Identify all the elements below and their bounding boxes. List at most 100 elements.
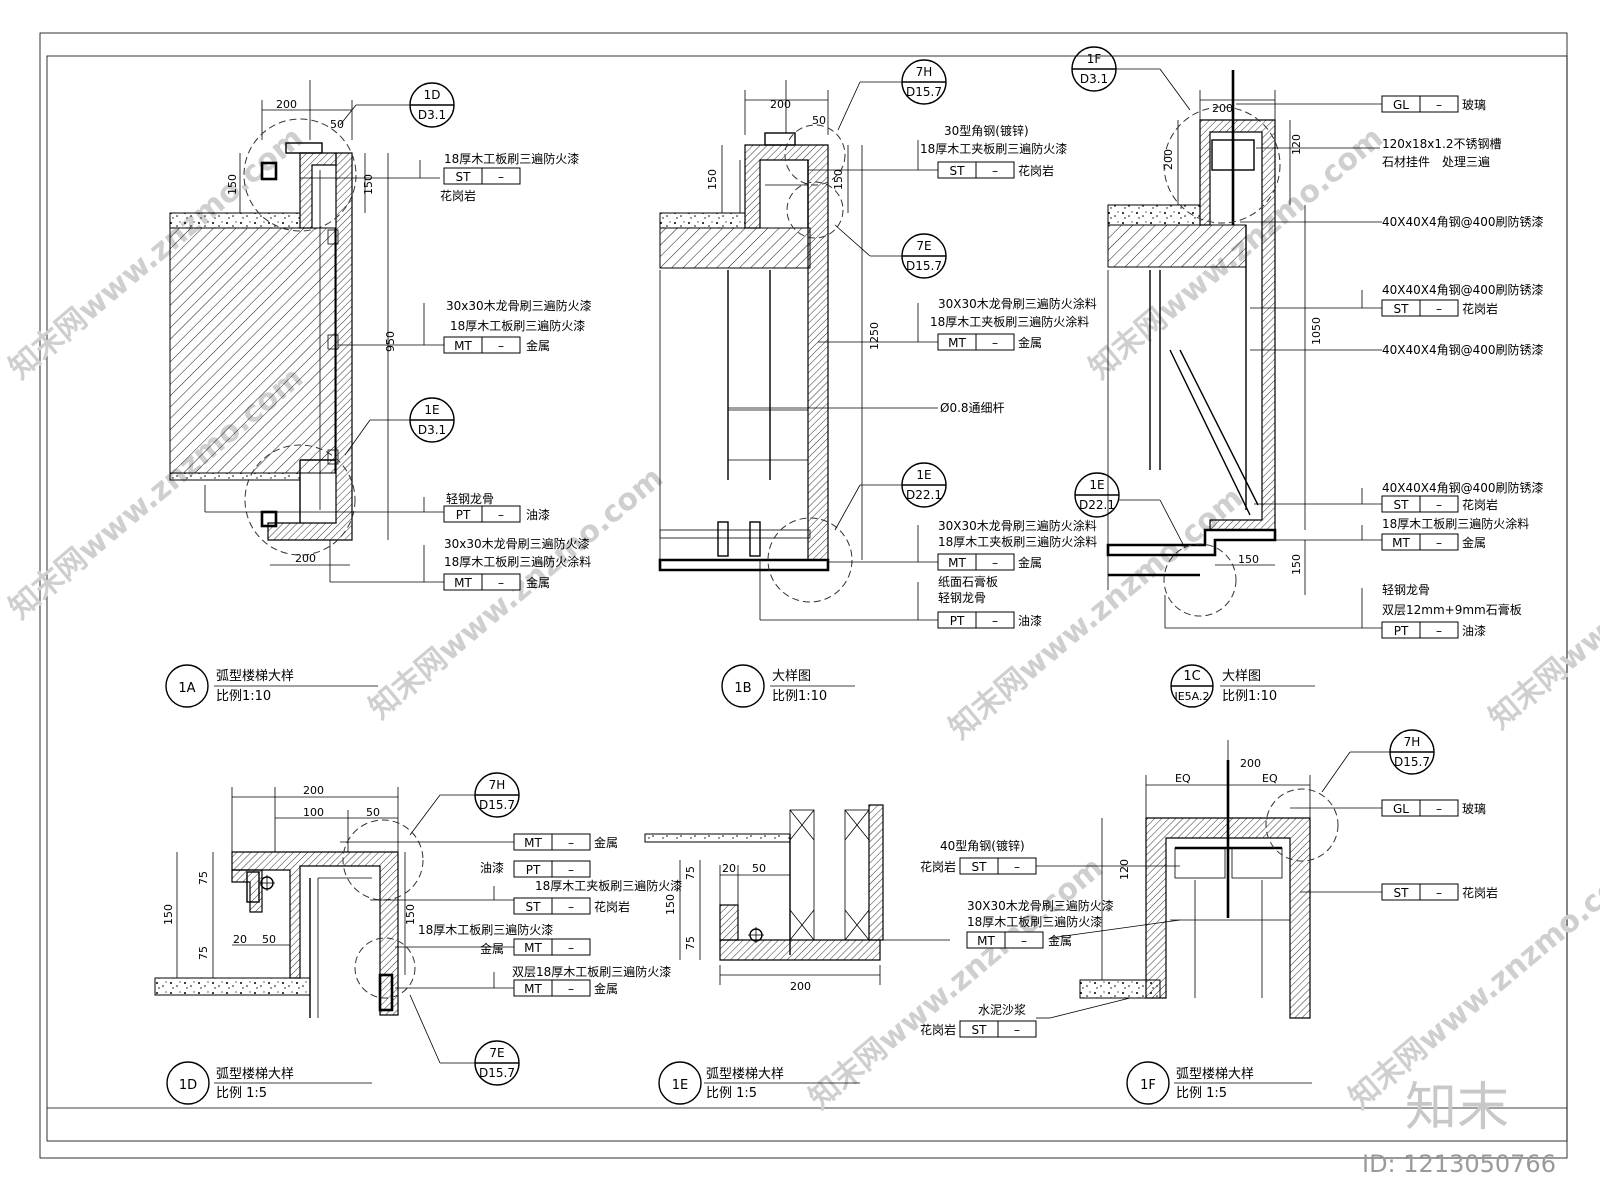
svg-text:–: – [498, 508, 504, 522]
svg-text:弧型楼梯大样: 弧型楼梯大样 [216, 669, 294, 684]
svg-text:水泥沙浆: 水泥沙浆 [978, 1002, 1026, 1017]
sheet-frame [39, 32, 1568, 1159]
svg-text:1D: 1D [424, 88, 441, 102]
material-note: 30x30木龙骨刷三遍防火漆 18厚木工板刷三遍防火漆 MT – 金属 [338, 298, 592, 354]
dim-label: 150 [404, 904, 417, 925]
svg-text:–: – [1436, 886, 1442, 900]
svg-text:花岗岩: 花岗岩 [1462, 497, 1498, 512]
svg-text:双层18厚木工板刷三遍防火漆: 双层18厚木工板刷三遍防火漆 [512, 964, 671, 979]
callout-bubble: 7H D15.7 [409, 772, 520, 836]
svg-text:大样图: 大样图 [1222, 669, 1261, 684]
dim-label: 200 [770, 98, 791, 111]
svg-text:D22.1: D22.1 [1079, 498, 1115, 512]
material-note: Ø0.8通细杆 [728, 401, 1005, 415]
svg-text:40X40X4角钢@400刷防锈漆: 40X40X4角钢@400刷防锈漆 [1382, 342, 1544, 357]
dim-label: 75 [684, 936, 697, 950]
svg-text:比例 1:5: 比例 1:5 [1176, 1086, 1227, 1101]
svg-text:1F: 1F [1140, 1078, 1156, 1093]
material-note: 30型角钢(镀锌) 18厚木工夹板刷三遍防火漆 ST – 花岗岩 [808, 124, 1067, 179]
detail-title: 1D 弧型楼梯大样 比例 1:5 [166, 1061, 372, 1105]
svg-text:MT: MT [977, 934, 995, 948]
svg-text:–: – [992, 614, 998, 628]
callout-bubble: 1D D3.1 [339, 82, 455, 128]
svg-text:–: – [1436, 498, 1442, 512]
material-note: 40X40X4角钢@400刷防锈漆 ST – 花岗岩 [1250, 282, 1544, 317]
svg-text:油漆: 油漆 [526, 508, 550, 522]
svg-text:–: – [992, 164, 998, 178]
dim-label: 50 [366, 806, 380, 819]
svg-text:–: – [1021, 934, 1027, 948]
svg-text:30x30木龙骨刷三遍防火漆: 30x30木龙骨刷三遍防火漆 [446, 298, 592, 313]
svg-text:比例 1:5: 比例 1:5 [706, 1086, 757, 1101]
logo: 知末 [1405, 1078, 1509, 1138]
svg-text:花岗岩: 花岗岩 [920, 1022, 956, 1037]
svg-text:弧型楼梯大样: 弧型楼梯大样 [1176, 1067, 1254, 1082]
svg-text:石材挂件 处理三遍: 石材挂件 处理三遍 [1382, 155, 1490, 169]
svg-text:花岗岩: 花岗岩 [920, 859, 956, 874]
dim-label: 120 [1290, 134, 1303, 155]
dim-label: 150 [1290, 554, 1303, 575]
svg-text:–: – [498, 339, 504, 353]
svg-text:D3.1: D3.1 [418, 423, 446, 437]
svg-text:–: – [1436, 302, 1442, 316]
svg-text:1B: 1B [734, 681, 751, 696]
svg-text:1A: 1A [178, 681, 195, 696]
callout-bubble: 1E D3.1 [344, 397, 455, 456]
material-note: 纸面石膏板 轻钢龙骨 PT – 油漆 [759, 560, 1042, 629]
svg-text:D15.7: D15.7 [906, 259, 942, 273]
svg-text:金属: 金属 [526, 338, 550, 353]
svg-text:金属: 金属 [1462, 535, 1486, 550]
svg-text:玻璃: 玻璃 [1462, 802, 1486, 816]
material-note: MT – 金属 [340, 833, 618, 851]
svg-text:ST: ST [972, 860, 988, 874]
dim-label: 150 [832, 169, 845, 190]
svg-text:MT: MT [524, 982, 542, 996]
svg-text:双层12mm+9mm石膏板: 双层12mm+9mm石膏板 [1382, 602, 1522, 617]
svg-text:IE5A.2: IE5A.2 [1174, 690, 1209, 703]
svg-text:花岗岩: 花岗岩 [594, 899, 630, 914]
callout-bubble: 7E D15.7 [834, 224, 947, 279]
svg-text:轻钢龙骨: 轻钢龙骨 [446, 492, 494, 506]
svg-text:比例1:10: 比例1:10 [772, 689, 827, 704]
svg-text:GL: GL [1393, 98, 1409, 112]
dim-label: 150 [664, 894, 677, 915]
svg-text:MT: MT [524, 941, 542, 955]
svg-text:油漆: 油漆 [480, 861, 504, 875]
dim-label: 950 [384, 331, 397, 352]
material-note: 40型角钢(镀锌) 花岗岩 ST – [920, 839, 1180, 875]
dim-label: 1250 [868, 322, 881, 350]
svg-text:D15.7: D15.7 [479, 1066, 515, 1080]
svg-text:纸面石膏板: 纸面石膏板 [938, 574, 998, 589]
svg-text:40X40X4角钢@400刷防锈漆: 40X40X4角钢@400刷防锈漆 [1382, 282, 1544, 297]
dim-label: 100 [303, 806, 324, 819]
svg-text:18厚木工板刷三遍防火漆: 18厚木工板刷三遍防火漆 [418, 922, 553, 937]
svg-text:7E: 7E [489, 1046, 504, 1060]
svg-text:PT: PT [526, 863, 541, 877]
material-note: 18厚木工板刷三遍防火漆 ST – 花岗岩 [300, 151, 579, 203]
material-note: 40X40X4角钢@400刷防锈漆 [1250, 342, 1544, 357]
dim-label: 150 [362, 174, 375, 195]
material-note: ST – 花岗岩 [513, 897, 630, 915]
material-note: 30x30木龙骨刷三遍防火漆 18厚木工板刷三遍防火涂料 MT – 金属 [329, 536, 591, 591]
svg-text:花岗岩: 花岗岩 [440, 188, 476, 203]
svg-text:玻璃: 玻璃 [1462, 98, 1486, 112]
svg-text:ST: ST [1394, 886, 1410, 900]
detail-title: 1E 弧型楼梯大样 比例 1:5 [658, 1061, 860, 1105]
svg-text:–: – [1436, 536, 1442, 550]
svg-text:7H: 7H [489, 778, 506, 792]
dim-label: 200 [790, 980, 811, 993]
svg-text:18厚木工夹板刷三遍防火漆: 18厚木工夹板刷三遍防火漆 [920, 141, 1067, 156]
svg-text:D15.7: D15.7 [1394, 755, 1430, 769]
dim-label: 75 [197, 946, 210, 960]
material-note: 轻钢龙骨 双层12mm+9mm石膏板 PT – 油漆 [1164, 583, 1522, 639]
material-note: ST – 花岗岩 [1300, 883, 1498, 901]
svg-text:–: – [1436, 802, 1442, 816]
svg-text:7H: 7H [1404, 735, 1421, 749]
svg-text:金属: 金属 [480, 941, 504, 956]
svg-text:花岗岩: 花岗岩 [1462, 885, 1498, 900]
svg-text:ST: ST [972, 1023, 988, 1037]
svg-text:GL: GL [1393, 802, 1409, 816]
svg-text:比例1:10: 比例1:10 [1222, 689, 1277, 704]
svg-text:金属: 金属 [594, 835, 618, 850]
